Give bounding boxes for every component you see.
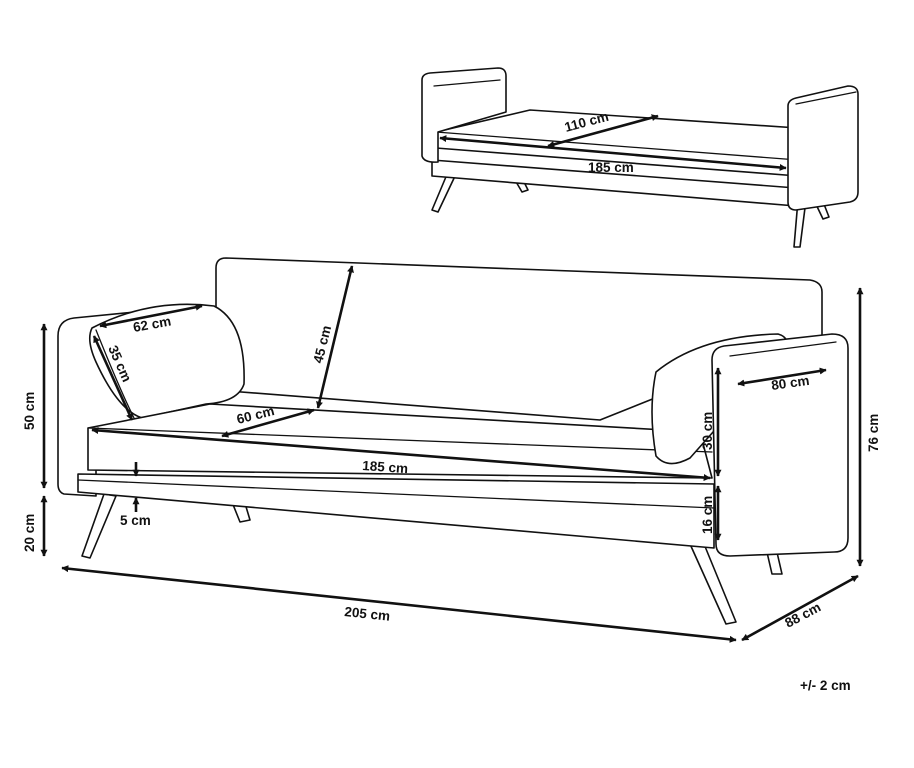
- dim-arrow-backrest-height: [316, 265, 354, 409]
- dim-arrow-pillow-height: [92, 335, 134, 421]
- tolerance-note: +/- 2 cm: [800, 678, 851, 693]
- sofa-drawing: [40, 257, 864, 643]
- bed-arm-right: [787, 85, 859, 211]
- label-floor-gap: 5 cm: [120, 513, 151, 528]
- bed-arm-right-top: [795, 91, 857, 105]
- sofa-base-frame: [77, 473, 715, 549]
- label-depth: 88 cm: [782, 599, 823, 630]
- dim-arrow-pillow-width: [99, 303, 203, 329]
- sofa-bed-drawing: [421, 67, 859, 248]
- sofa-leg-front-left: [81, 493, 117, 559]
- sofa-base-rail: [77, 479, 715, 509]
- label-arm-above-seat: 30 cm: [700, 412, 715, 450]
- label-overall-width: 205 cm: [344, 604, 391, 624]
- label-pillow-width: 62 cm: [132, 314, 172, 335]
- label-height: 76 cm: [866, 414, 881, 452]
- bed-arm-left-inner: [433, 79, 501, 87]
- label-arm-depth: 80 cm: [770, 373, 810, 393]
- dim-arrow-seat-width: [91, 426, 711, 482]
- label-bed-length: 185 cm: [588, 160, 634, 175]
- label-leg-height: 20 cm: [22, 514, 37, 552]
- dim-arrow-arm-depth: [737, 367, 827, 387]
- sofa-armrest-right: [711, 333, 849, 557]
- label-armrest-height: 50 cm: [22, 392, 37, 430]
- bed-arm-left: [421, 67, 507, 163]
- sofa-armrest-right-top: [729, 341, 837, 357]
- dim-arrow-overall-width: [61, 565, 737, 643]
- label-seat-width: 185 cm: [362, 458, 409, 476]
- dim-arrow-depth: [741, 574, 859, 642]
- label-seat-cushion: 16 cm: [700, 496, 715, 534]
- dim-arrow-bed-length: [439, 135, 787, 171]
